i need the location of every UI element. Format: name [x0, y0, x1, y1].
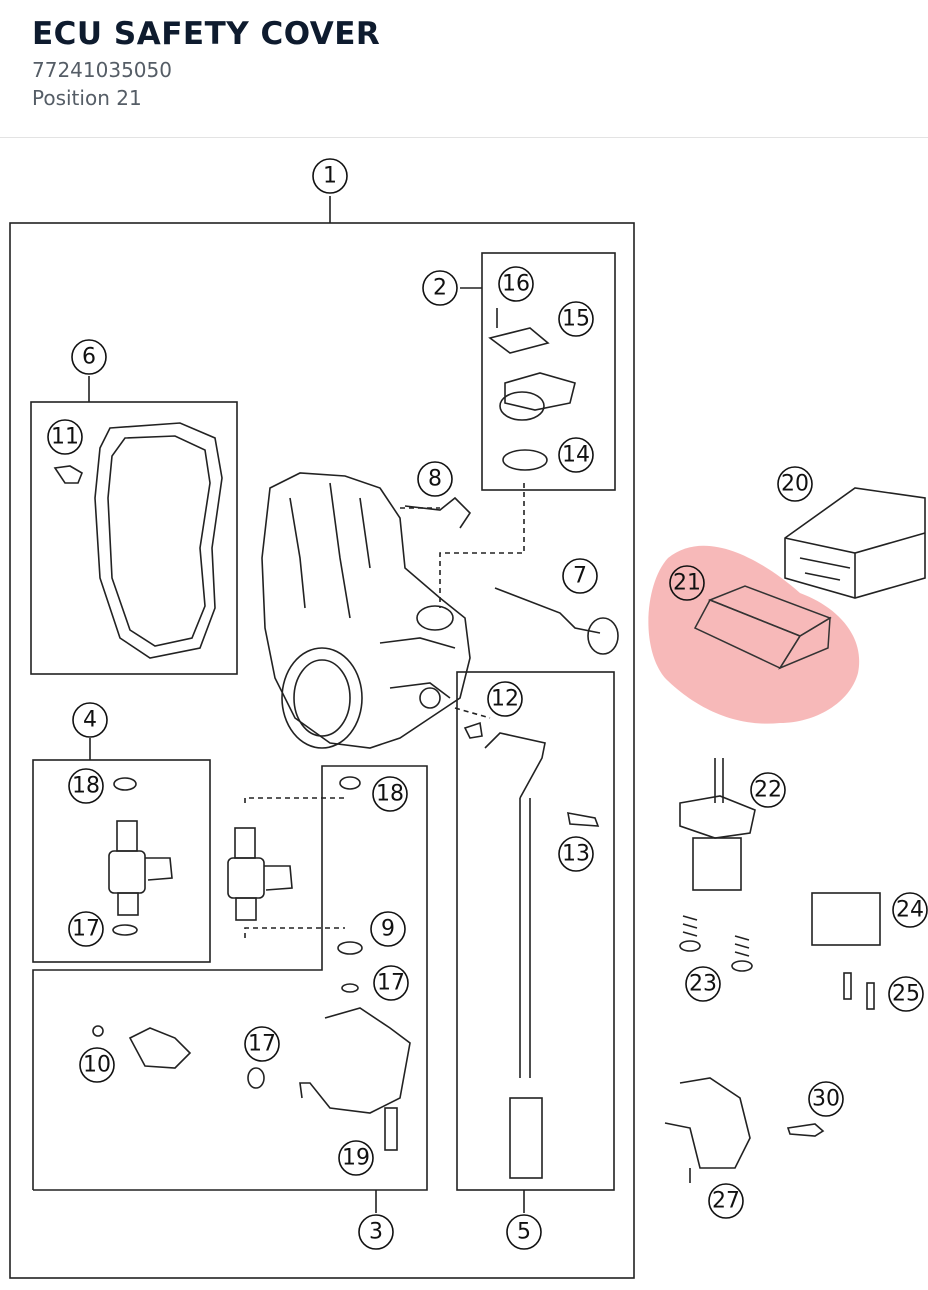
callout-13-label: 13: [562, 842, 590, 867]
sensor-assembly-drawing: [488, 308, 576, 471]
callout-6[interactable]: [71, 339, 107, 375]
callout-18a-label: 18: [72, 774, 100, 799]
callout-13[interactable]: [558, 836, 594, 872]
assembly-4-frame: [32, 759, 211, 963]
idle-valve-drawing: [92, 1007, 411, 1151]
part-number: 77241035050: [32, 58, 172, 82]
assembly-2-frame: [481, 252, 616, 491]
callout-19-label: 19: [342, 1146, 370, 1171]
callout-4[interactable]: [72, 702, 108, 738]
callout-1[interactable]: [312, 158, 348, 194]
injector-4-drawing: [108, 777, 173, 936]
callout-18b[interactable]: [372, 776, 408, 812]
assembly-1-frame: [9, 222, 635, 1279]
callout-15[interactable]: [558, 301, 594, 337]
relay-24-drawing: [811, 892, 881, 946]
callout-18a[interactable]: [68, 768, 104, 804]
callout-10[interactable]: [79, 1047, 115, 1083]
callout-17c[interactable]: [244, 1026, 280, 1062]
callout-21[interactable]: [669, 565, 705, 601]
bolt-25-drawing: [843, 972, 875, 1010]
callout-5[interactable]: [506, 1214, 542, 1250]
callout-17a-label: 17: [72, 917, 100, 942]
assembly-6-frame: [30, 401, 238, 675]
callout-23-label: 23: [689, 972, 717, 997]
callout-23[interactable]: [685, 966, 721, 1002]
callout-17c-label: 17: [248, 1032, 276, 1057]
callout-3[interactable]: [358, 1214, 394, 1250]
callout-11-label: 11: [51, 425, 79, 450]
callout-30-label: 30: [812, 1087, 840, 1112]
callout-5-label: 5: [517, 1220, 531, 1245]
callout-20-label: 20: [781, 472, 809, 497]
callout-24-label: 24: [896, 898, 924, 923]
injector-3-drawing: [227, 776, 363, 993]
callout-14-label: 14: [562, 443, 590, 468]
sensor-cable-drawing: [463, 721, 600, 1179]
callout-12[interactable]: [487, 681, 523, 717]
callout-22-label: 22: [754, 778, 782, 803]
screw-30-drawing: [786, 1123, 825, 1137]
callout-17b[interactable]: [373, 965, 409, 1001]
callout-24[interactable]: [892, 892, 928, 928]
callout-9-label: 9: [381, 917, 395, 942]
highlighted-part-21: [648, 545, 860, 724]
assembly-3-frame: [32, 765, 428, 1191]
callout-7-label: 7: [573, 564, 587, 589]
callout-30[interactable]: [808, 1081, 844, 1117]
callout-27-label: 27: [712, 1189, 740, 1214]
callout-6-label: 6: [82, 345, 96, 370]
callout-18b-label: 18: [376, 782, 404, 807]
part-header: ECU SAFETY COVER 77241035050 Position 21: [0, 0, 928, 138]
callout-2-label: 2: [433, 276, 447, 301]
callout-16[interactable]: [498, 266, 534, 302]
callout-10-label: 10: [83, 1053, 111, 1078]
throttle-body-drawing: [261, 472, 471, 749]
screw-7-8-drawing: [404, 496, 619, 655]
part-position: Position 21: [32, 86, 142, 110]
callout-25-label: 25: [892, 982, 920, 1007]
callout-25[interactable]: [888, 976, 924, 1012]
spring-23-drawing: [679, 915, 753, 972]
switch-27-drawing: [664, 1077, 751, 1183]
callout-16-label: 16: [502, 272, 530, 297]
callout-7[interactable]: [562, 558, 598, 594]
callout-17a[interactable]: [68, 911, 104, 947]
callout-2[interactable]: [422, 270, 458, 306]
callout-8[interactable]: [417, 461, 453, 497]
callout-14[interactable]: [558, 437, 594, 473]
callout-12-label: 12: [491, 687, 519, 712]
callout-1-label: 1: [323, 164, 337, 189]
callout-27[interactable]: [708, 1183, 744, 1219]
part-title: ECU SAFETY COVER: [32, 16, 381, 52]
callout-19[interactable]: [338, 1140, 374, 1176]
callout-9[interactable]: [370, 911, 406, 947]
callout-22[interactable]: [750, 772, 786, 808]
callout-11[interactable]: [47, 419, 83, 455]
callout-20[interactable]: [777, 466, 813, 502]
callout-3-label: 3: [369, 1220, 383, 1245]
throttle-cover-drawing: [53, 422, 223, 659]
ecu-unit-drawing: [784, 487, 926, 599]
callout-21-label: 21: [673, 571, 701, 596]
callout-15-label: 15: [562, 307, 590, 332]
sensor-22-drawing: [679, 758, 756, 891]
callout-17b-label: 17: [377, 971, 405, 996]
assembly-5-frame: [456, 671, 615, 1191]
callout-8-label: 8: [428, 467, 442, 492]
exploded-parts-diagram: 1 2 3 4 5 6 7 8 9 10 11 12 13 14 15 16 1…: [9, 158, 928, 1279]
callout-4-label: 4: [83, 708, 97, 733]
